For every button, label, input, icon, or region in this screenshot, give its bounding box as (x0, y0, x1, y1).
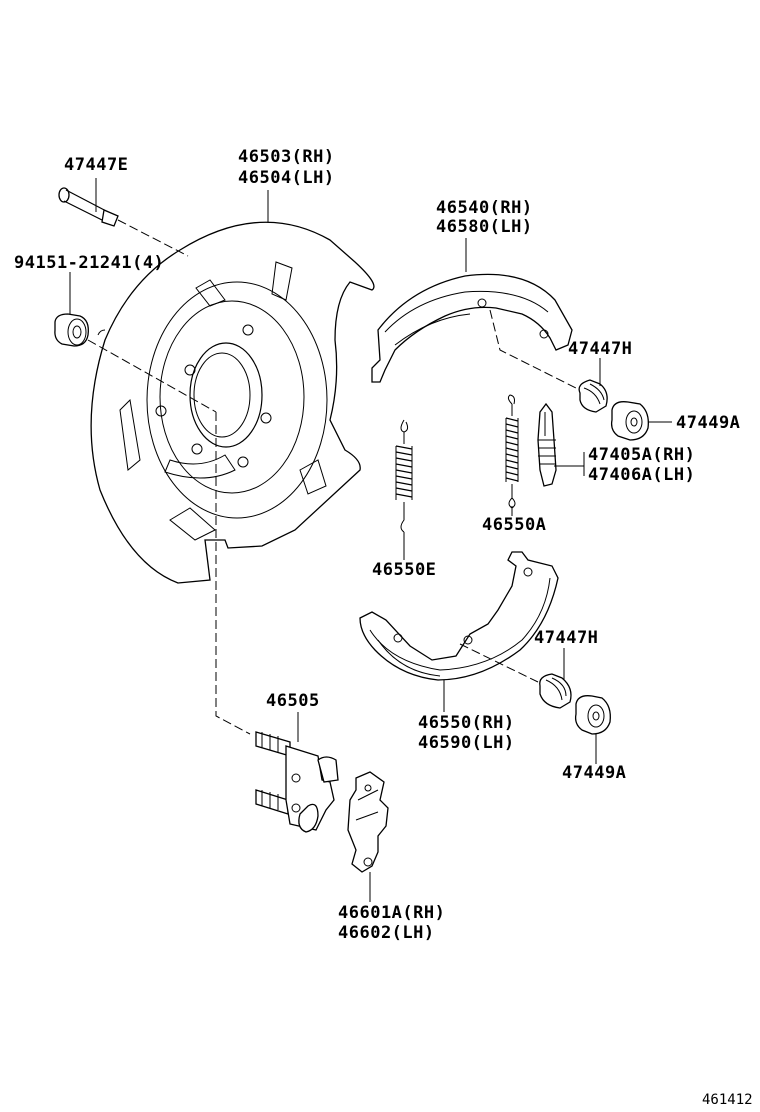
brake-shoe-upper[interactable] (371, 273, 573, 383)
parking-brake-lever[interactable] (347, 771, 389, 873)
leader-lines (69, 178, 672, 902)
spring-cup-47449a-upper[interactable] (610, 401, 649, 441)
label-47447e: 47447E (64, 155, 128, 175)
label-47449a-upper: 47449A (676, 413, 740, 433)
label-46504-lh: 46504(LH) (238, 168, 335, 188)
part-labels: 47447E 46503(RH) 46504(LH) 94151-21241(4… (14, 147, 753, 1108)
label-47447h-upper: 47447H (568, 339, 632, 359)
pin-47447h-lower[interactable] (539, 673, 572, 709)
label-46602-lh: 46602(LH) (338, 923, 435, 943)
pin-47447h-upper[interactable] (578, 379, 608, 413)
spring-46550e[interactable] (395, 419, 413, 533)
label-46505: 46505 (266, 691, 320, 711)
hold-down-pin-47447e[interactable] (58, 187, 119, 227)
label-47405a-rh: 47405A(RH) (588, 445, 695, 465)
label-46550a: 46550A (482, 515, 546, 535)
label-47447h-lower: 47447H (534, 628, 598, 648)
spring-46550a[interactable] (505, 394, 519, 509)
label-46540-rh: 46540(RH) (436, 198, 533, 218)
label-46601a-rh: 46601A(RH) (338, 903, 445, 923)
label-46503-rh: 46503(RH) (238, 147, 335, 167)
brake-shoe-lower[interactable] (359, 551, 559, 681)
spring-cup-47449a-lower[interactable] (574, 695, 611, 735)
label-47406a-lh: 47406A(LH) (588, 465, 695, 485)
label-47449a-lower: 47449A (562, 763, 626, 783)
figure-number: 461412 (702, 1092, 753, 1108)
assembly-lines (87, 219, 577, 735)
label-46590-lh: 46590(LH) (418, 733, 515, 753)
label-94151: 94151-21241(4) (14, 253, 164, 273)
label-46580-lh: 46580(LH) (436, 217, 533, 237)
label-46550e: 46550E (372, 560, 436, 580)
label-46550-rh: 46550(RH) (418, 713, 515, 733)
nut-94151[interactable] (54, 313, 89, 347)
strut-46505[interactable] (255, 731, 339, 833)
backing-plate[interactable] (90, 221, 375, 584)
adjuster-47405a[interactable] (537, 402, 557, 487)
